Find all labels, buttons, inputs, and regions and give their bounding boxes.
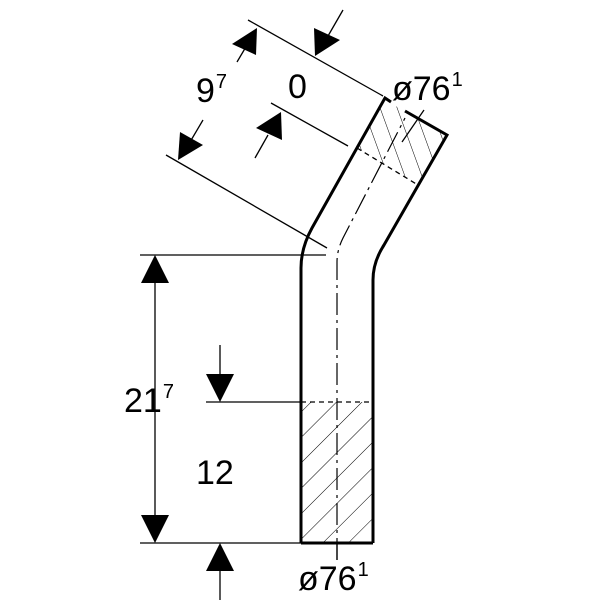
arrow-icon (206, 543, 234, 571)
arrow-icon (232, 28, 257, 55)
arrow-icon (141, 255, 169, 283)
extension-line-lower (165, 154, 328, 249)
extension-line-inner (270, 102, 349, 147)
arrow-icon (314, 28, 340, 56)
arrow-icon (206, 374, 234, 402)
arrow-icon (178, 132, 203, 160)
centerline (336, 117, 406, 560)
top-insert-dashed (356, 147, 419, 186)
arrow-icon (256, 112, 282, 140)
dim-height-insert-label: 12 (196, 454, 234, 492)
diameter-leader-top (401, 109, 425, 143)
arrow-icon (141, 515, 169, 543)
extension-line-top (247, 19, 384, 97)
pipe-outline-left (299, 95, 392, 543)
top-insert-hatch (357, 100, 447, 185)
dim-top-diameter-label: ø761 (392, 69, 463, 108)
pipe-outline-right (371, 109, 450, 543)
dim-top-inner-label: 0 (288, 68, 307, 106)
dim-height-total-label: 217 (124, 381, 174, 420)
dim-bottom-diameter-label: ø761 (298, 559, 369, 598)
dim-top-left-label: 97 (196, 71, 228, 110)
